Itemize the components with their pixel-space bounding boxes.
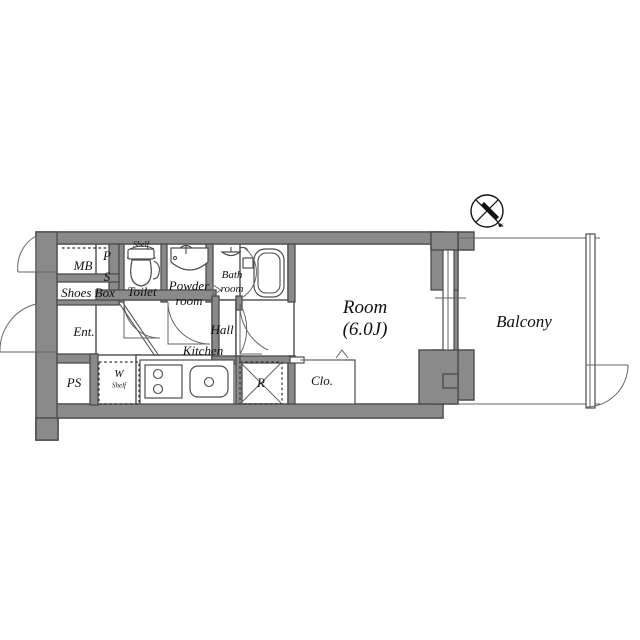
room-ps-bottom — [56, 361, 96, 405]
refrigerator-space — [239, 361, 283, 405]
label-bath-2: room — [220, 283, 244, 296]
washer-shelf — [98, 361, 140, 405]
label-entrance: Ent. — [73, 324, 95, 340]
washbasin-fixture — [170, 244, 209, 271]
toilet-door — [123, 301, 161, 339]
label-powder-2: room — [175, 293, 203, 309]
label-closet: Clo. — [310, 373, 334, 389]
label-washer: W — [114, 368, 124, 381]
room-main-left — [235, 299, 295, 363]
label-toilet: Toilet — [127, 284, 157, 300]
entrance-step — [118, 302, 160, 357]
entrance-door — [0, 303, 37, 353]
kitchen-counter — [139, 359, 235, 405]
bath-room-door — [212, 246, 257, 298]
balcony-partition — [585, 364, 629, 408]
powder-room-door — [167, 301, 211, 345]
label-ps-top-s: S — [103, 269, 111, 285]
label-powder-1: Powder — [168, 278, 210, 294]
bathtub-fixture — [253, 248, 285, 298]
label-mb: MB — [73, 258, 93, 274]
pillars — [35, 231, 459, 441]
meter-box-door — [17, 235, 37, 273]
compass-rose-icon: N — [470, 194, 504, 229]
closet — [289, 349, 356, 405]
label-hall: Hall — [210, 322, 234, 338]
label-ps-bottom: PS — [66, 375, 82, 391]
label-washer-shelf: Shelf — [112, 381, 126, 390]
balcony-area — [458, 233, 600, 409]
label-toilet-shelf: Shelf — [133, 239, 149, 249]
svg-text:N: N — [500, 224, 504, 229]
label-balcony: Balcony — [496, 312, 552, 332]
label-room: Room — [342, 297, 388, 319]
label-bath-1: Bath — [221, 269, 243, 282]
label-room-area: (6.0J) — [342, 319, 388, 341]
room-door — [239, 303, 269, 355]
toilet-fixture — [127, 245, 160, 287]
label-shoes-box: Shoes Box — [61, 285, 115, 301]
balcony-sliding-door — [435, 249, 466, 351]
room-closet — [239, 361, 296, 405]
label-ps-top-p: P — [103, 248, 111, 264]
label-kitchen: Kitchen — [182, 343, 224, 359]
label-refrigerator: R — [257, 375, 265, 391]
